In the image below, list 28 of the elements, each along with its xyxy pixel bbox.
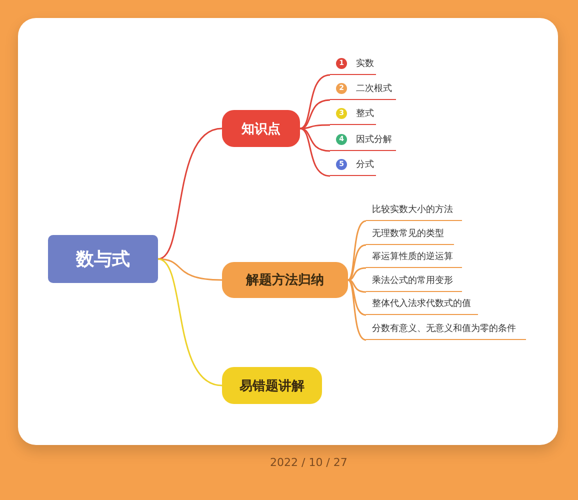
main-topic: 解题方法归纳 (222, 262, 348, 298)
branch-line (348, 279, 366, 316)
topic-text: 因式分解 (356, 134, 392, 146)
topic-text: 实数 (356, 58, 374, 70)
branch-line (348, 244, 366, 281)
branch-line (158, 258, 222, 386)
main-topic: 知识点 (222, 110, 300, 147)
topic-text: 分数有意义、无意义和值为零的条件 (372, 322, 516, 335)
branch-line (300, 128, 330, 177)
topic-text: 整式 (356, 108, 374, 120)
topic-text: 乘法公式的常用变形 (372, 274, 453, 287)
topic-text: 比较实数大小的方法 (372, 204, 453, 216)
topic-text: 无理数常见的类型 (372, 228, 444, 240)
branch-line (348, 267, 366, 281)
topic-text: 二次根式 (356, 82, 392, 95)
branch-line (300, 99, 330, 130)
branch-line (348, 220, 366, 281)
branch-line (300, 74, 330, 130)
main-topic: 易错题讲解 (222, 367, 322, 404)
branch-line (158, 128, 222, 260)
branch-line (348, 279, 366, 341)
topic-text: 整体代入法求代数式的值 (372, 298, 471, 310)
branch-line (300, 124, 330, 130)
topic-text: 幂运算性质的逆运算 (372, 250, 453, 263)
central-topic: 数与式 (48, 235, 158, 283)
branch-line (348, 279, 366, 293)
topic-text: 分式 (356, 158, 374, 171)
date-text: 2022 / 10 / 27 (270, 456, 348, 469)
